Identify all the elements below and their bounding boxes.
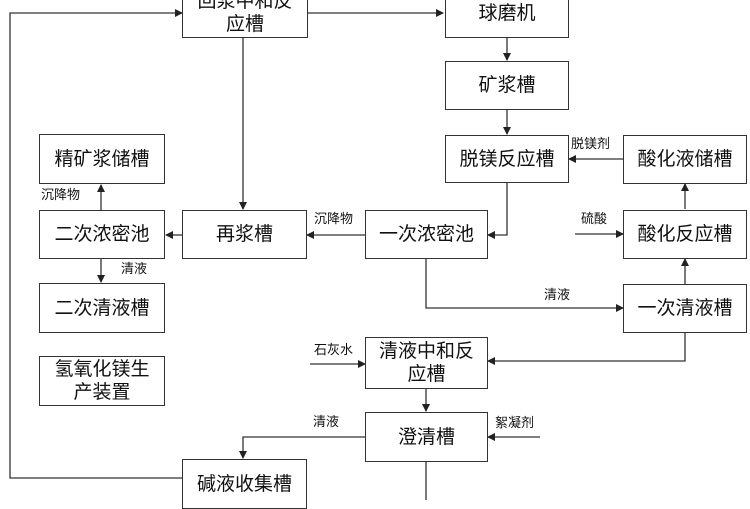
edge-demg-to-primary-thickener [487, 183, 508, 239]
node-clarifier: 澄清槽 [365, 412, 488, 462]
node-secondary-thickener-label: 二次浓密池 [54, 223, 150, 245]
node-secondary-clear-tank: 二次清液槽 [39, 283, 165, 333]
label-clear-liquid-bottom: 清液 [312, 415, 341, 430]
label-demg-agent: 脱镁剂 [570, 137, 612, 152]
node-top-neutral-tank: 回浆中和反应槽 [182, 0, 308, 38]
node-acid-reactor: 酸化反应槽 [623, 210, 747, 259]
node-alkali-collection-label: 碱液收集槽 [196, 472, 292, 495]
node-top-neutral-line2: 应槽 [225, 13, 264, 35]
label-sulfuric-acid: 硫酸 [580, 212, 609, 227]
node-secondary-thickener: 二次浓密池 [39, 210, 165, 259]
node-slurry-tank-label: 矿浆槽 [478, 74, 536, 96]
node-acid-storage-label: 酸化液储槽 [637, 148, 733, 170]
edge-primary-thickener-to-primary-clear [425, 259, 624, 312]
node-clear-neutral-line2: 应槽 [407, 363, 446, 385]
node-clear-neutral-line1: 清液中和反 [378, 340, 474, 362]
node-clarifier-label: 澄清槽 [397, 425, 455, 448]
node-repulp-tank-label: 再浆槽 [215, 223, 273, 245]
node-ball-mill-label: 球磨机 [478, 1, 536, 24]
node-alkali-collection: 碱液收集槽 [182, 459, 307, 509]
node-mgoh-plant-line2: 产装置 [73, 381, 131, 403]
node-acid-storage: 酸化液储槽 [623, 135, 747, 184]
node-slurry-tank: 矿浆槽 [445, 61, 569, 110]
label-clear-liquid-left: 清液 [120, 262, 149, 277]
label-lime-water: 石灰水 [313, 343, 355, 358]
node-repulp-tank: 再浆槽 [182, 210, 307, 259]
node-demg-reactor-label: 脱镁反应槽 [459, 147, 555, 170]
node-concentrate-storage: 精矿浆储槽 [39, 134, 165, 184]
node-concentrate-storage-label: 精矿浆储槽 [54, 147, 150, 170]
label-clear-liquid-mid: 清液 [543, 288, 572, 303]
edge-clarifier-to-alkali [239, 436, 365, 459]
edge-alkali-return [9, 9, 183, 479]
node-demg-reactor: 脱镁反应槽 [445, 135, 569, 183]
node-top-neutral-line1: 回浆中和反 [197, 0, 293, 12]
node-primary-thickener: 一次浓密池 [365, 210, 488, 259]
node-mgoh-plant-line1: 氢氧化镁生 [54, 358, 150, 380]
node-acid-reactor-label: 酸化反应槽 [637, 223, 733, 245]
node-primary-clear-tank: 一次清液槽 [623, 284, 747, 333]
label-sediment-left: 沉降物 [40, 188, 82, 203]
edge-primary-clear-to-clear-neutral [487, 333, 686, 365]
node-clear-neutral-tank: 清液中和反应槽 [365, 337, 488, 389]
label-flocculant: 絮凝剂 [494, 416, 536, 431]
node-mgoh-plant: 氢氧化镁生产装置 [39, 356, 165, 406]
node-secondary-clear-tank-label: 二次清液槽 [54, 296, 150, 319]
node-ball-mill: 球磨机 [445, 0, 569, 38]
label-sediment-mid: 沉降物 [313, 212, 355, 227]
node-primary-thickener-label: 一次浓密池 [378, 223, 474, 245]
node-primary-clear-tank-label: 一次清液槽 [637, 297, 733, 319]
